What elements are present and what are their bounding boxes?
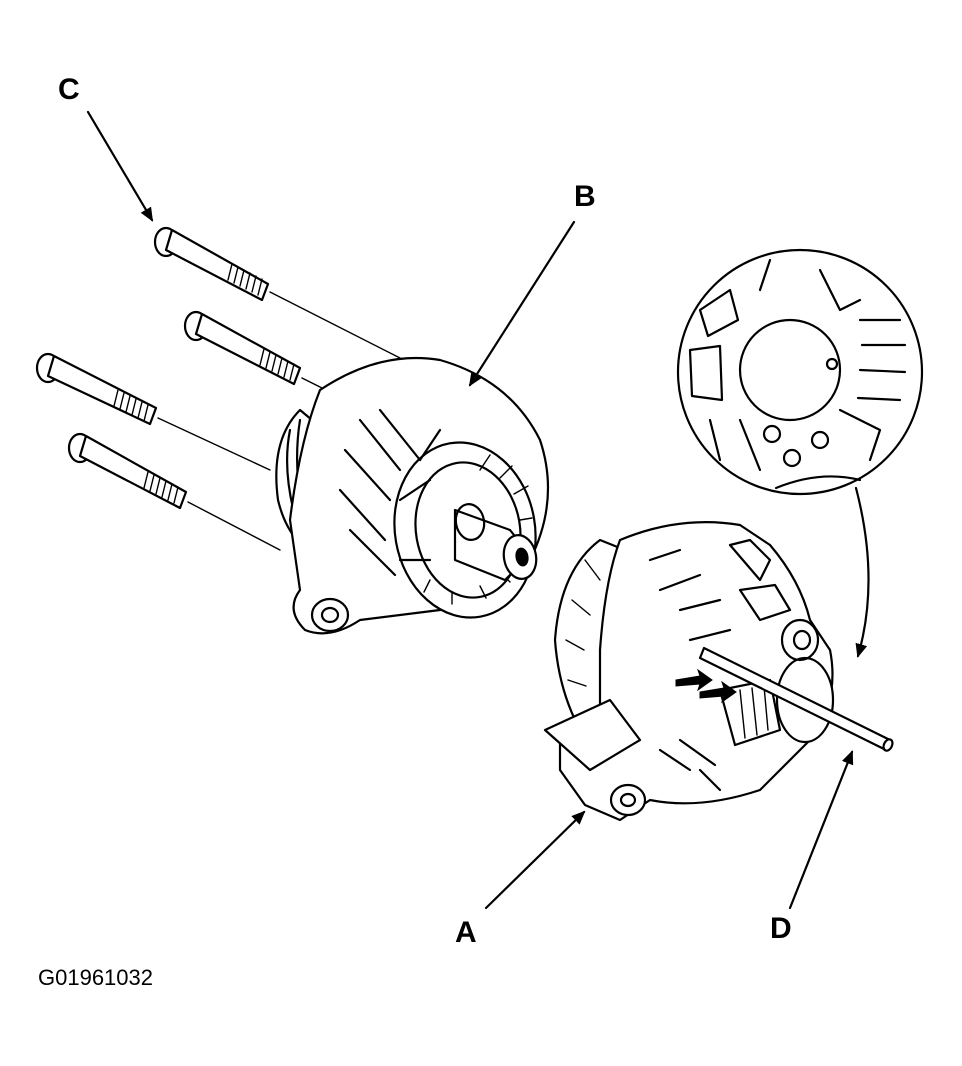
front-housing-assembly xyxy=(275,356,550,635)
through-bolt-3 xyxy=(35,352,158,426)
callout-arrow-b xyxy=(468,220,576,387)
callout-arrow-a xyxy=(484,810,586,910)
callout-label-a: A xyxy=(455,916,477,949)
callout-label-b: B xyxy=(574,180,596,213)
through-bolt-4 xyxy=(67,432,188,510)
through-bolt-2 xyxy=(183,310,302,386)
callout-label-c: C xyxy=(58,73,80,106)
detail-view-circle xyxy=(676,248,924,496)
callout-arrow-d xyxy=(788,750,854,910)
through-bolt-1 xyxy=(153,226,270,302)
detail-leader-line xyxy=(854,486,870,658)
rear-housing-assembly xyxy=(543,521,835,822)
callout-arrows xyxy=(86,110,854,910)
callout-arrow-c xyxy=(86,110,154,222)
figure-id: G01961032 xyxy=(38,965,153,990)
retaining-pin xyxy=(698,646,894,752)
callout-label-d: D xyxy=(770,912,792,945)
